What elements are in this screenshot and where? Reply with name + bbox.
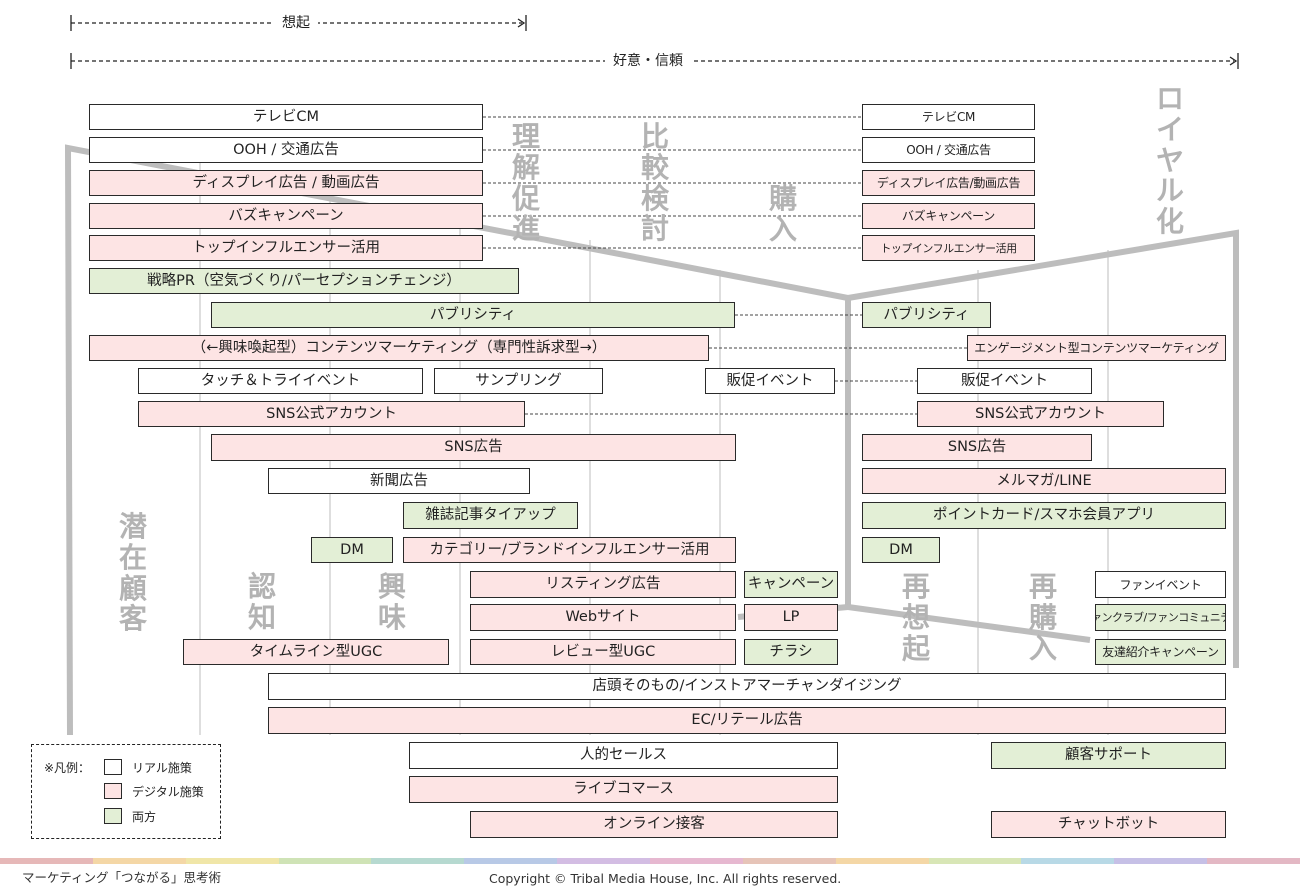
right-measure-sns-account: SNS公式アカウント (917, 401, 1164, 427)
right-measure-tv-cm: テレビCM (862, 104, 1035, 130)
measure-touch-and-try-event: タッチ＆トライイベント (138, 368, 423, 394)
stage-purchase: 購入 (768, 182, 797, 246)
right-measure-newsletter-line: メルマガ/LINE (862, 468, 1226, 494)
footer-copyright: Copyright © Tribal Media House, Inc. All… (489, 871, 842, 886)
measure-live-commerce: ライブコマース (409, 776, 838, 803)
legend: ※凡例： リアル施策 デジタル施策 両方 (31, 744, 221, 839)
legend-label-both: 両方 (132, 810, 157, 824)
measure-buzz-campaign: バズキャンペーン (89, 203, 483, 229)
connector-lines (483, 116, 967, 415)
right-measure-publicity: パブリシティ (862, 302, 991, 328)
right-measure-dm: DM (862, 537, 940, 563)
legend-title: ※凡例： (44, 761, 91, 775)
measure-top-influencer: トップインフルエンサー活用 (89, 235, 483, 261)
measure-strategic-pr: 戦略PR（空気づくり/パーセプションチェンジ） (89, 268, 519, 294)
stage-latent-customers: 潜在顧客 (118, 510, 147, 636)
measure-promo-event: 販促イベント (705, 368, 835, 394)
measure-sns-account: SNS公式アカウント (138, 401, 525, 427)
right-measure-top-influencer: トップインフルエンサー活用 (862, 235, 1035, 261)
measure-timeline-ugc: タイムライン型UGC (183, 639, 449, 665)
right-measure-fan-event: ファンイベント (1095, 571, 1226, 598)
stage-loyalty: ロイヤル化 (1155, 82, 1184, 239)
legend-label-digital: デジタル施策 (132, 785, 204, 799)
measure-category-influencer: カテゴリー/ブランドインフルエンサー活用 (403, 537, 736, 563)
footer-book-title: マーケティング「つながる」思考術 (22, 870, 222, 885)
measure-magazine-tieup: 雑誌記事タイアップ (403, 502, 578, 529)
measure-personal-sales: 人的セールス (409, 742, 838, 769)
measure-review-ugc: レビュー型UGC (470, 639, 736, 665)
legend-label-real: リアル施策 (132, 761, 192, 775)
stage-comparison: 比較検討 (640, 120, 669, 246)
stage-recall: 再想起 (901, 570, 930, 665)
measure-sampling: サンプリング (434, 368, 603, 394)
measure-dm: DM (311, 537, 393, 563)
right-measure-display-ads: ディスプレイ広告/動画広告 (862, 170, 1035, 196)
stage-interest: 興味 (377, 570, 406, 634)
measure-flyer: チラシ (744, 639, 838, 665)
measure-sns-ads: SNS広告 (211, 434, 736, 461)
measure-ec-retail-ads: EC/リテール広告 (268, 707, 1226, 734)
right-measure-sns-ads: SNS広告 (862, 434, 1092, 461)
right-measure-promo-event: 販促イベント (917, 368, 1092, 394)
stage-understanding: 理解促進 (511, 120, 540, 246)
measure-newspaper-ads: 新聞広告 (268, 468, 530, 494)
measure-display-ads: ディスプレイ広告 / 動画広告 (89, 170, 483, 196)
legend-swatch-real (104, 759, 122, 775)
right-measure-chatbot: チャットボット (991, 811, 1226, 838)
measure-content-marketing: （←興味喚起型）コンテンツマーケティング（専門性訴求型→） (89, 335, 709, 361)
right-measure-engagement-content: エンゲージメント型コンテンツマーケティング (967, 335, 1226, 361)
footer-color-bar (0, 858, 1300, 864)
measure-website: Webサイト (470, 604, 736, 631)
right-measure-ooh: OOH / 交通広告 (862, 137, 1035, 163)
legend-swatch-digital (104, 783, 122, 799)
right-measure-customer-support: 顧客サポート (991, 742, 1226, 769)
legend-swatch-both (104, 808, 122, 824)
right-measure-point-card-app: ポイントカード/スマホ会員アプリ (862, 502, 1226, 529)
measure-publicity: パブリシティ (211, 302, 735, 328)
favorability-span-label: 好意・信頼 (605, 54, 691, 68)
stage-repurchase: 再購入 (1028, 570, 1057, 665)
measure-listing-ads: リスティング広告 (470, 571, 736, 598)
right-measure-buzz-campaign: バズキャンペーン (862, 203, 1035, 229)
measure-online-service: オンライン接客 (470, 811, 838, 838)
header-arrow-ends (70, 15, 1239, 69)
right-measure-referral-campaign: 友達紹介キャンペーン (1095, 639, 1226, 665)
measure-tv-cm: テレビCM (89, 104, 483, 130)
measure-in-store-merchandising: 店頭そのもの/インストアマーチャンダイジング (268, 673, 1226, 700)
right-measure-fan-club: ファンクラブ/ファンコミュニティ (1095, 604, 1226, 631)
recall-span-label: 想起 (274, 16, 318, 30)
measure-lp: LP (744, 604, 838, 631)
measure-campaign: キャンペーン (744, 571, 838, 598)
stage-awareness: 認知 (247, 570, 276, 634)
measure-ooh: OOH / 交通広告 (89, 137, 483, 163)
